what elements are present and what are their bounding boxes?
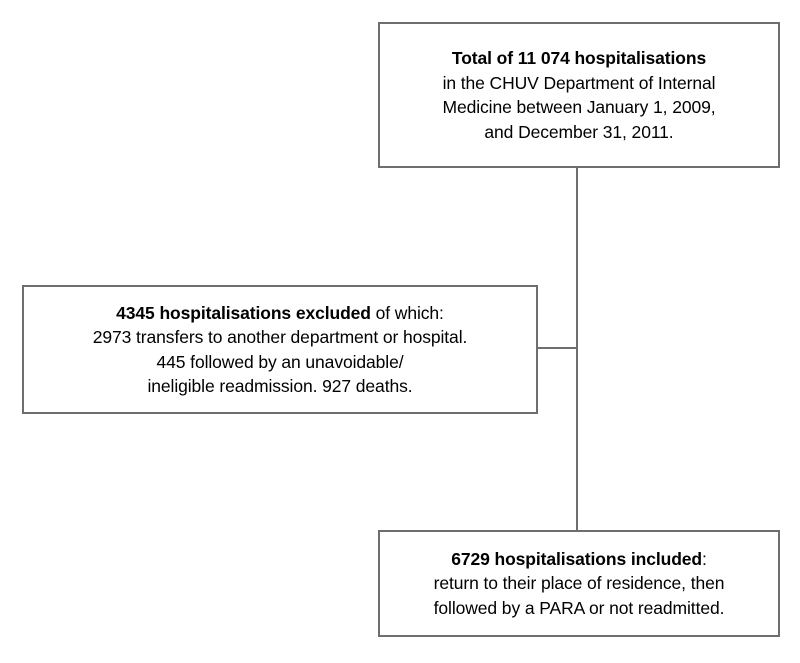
node-included-headline-rest: : [702,548,707,569]
node-included-line-2: followed by a PARA or not readmitted. [433,597,725,618]
node-excluded-headline-bold: 4345 hospitalisations excluded [116,302,371,323]
node-hospitalisations-included: 6729 hospitalisations included: return t… [378,530,780,637]
node-excluded-headline: 4345 hospitalisations excluded of which: [116,301,444,326]
node-total-line-3: Medicine between January 1, 2009, [442,97,716,117]
node-total-hospitalisations: Total of 11 074 hospitalisations in the … [378,22,780,168]
node-included-headline: 6729 hospitalisations included: [451,547,707,572]
node-included-headline-bold: 6729 hospitalisations included [451,548,703,569]
node-excluded-line-2: 445 followed by an unavoidable/ [156,351,404,372]
node-excluded-headline-rest: of which: [370,302,444,323]
node-total-line-2: in the CHUV Department of Internal [442,72,716,93]
node-total-line-1: Total of 11 074 hospitalisations [451,48,707,68]
connector-branch-to-excluded [537,347,578,349]
node-excluded-line-1: 2973 transfers to another department or … [92,327,468,347]
connector-vertical-stem [576,168,578,531]
node-total-line-4: and December 31, 2011. [484,121,674,142]
node-hospitalisations-excluded: 4345 hospitalisations excluded of which:… [22,285,538,414]
node-included-line-1: return to their place of residence, then [433,573,725,594]
node-excluded-line-3: ineligible readmission. 927 deaths. [147,376,413,396]
